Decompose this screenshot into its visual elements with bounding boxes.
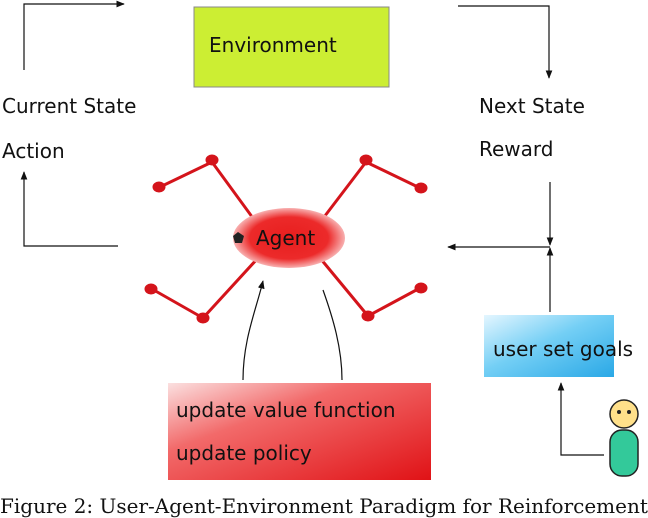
agent-node: Agent — [233, 208, 345, 268]
user-icon — [609, 399, 639, 477]
next-state-arrow — [458, 5, 553, 79]
update-node: update value function update policy — [168, 383, 431, 480]
action-arrow — [20, 171, 118, 247]
environment-node: Environment — [193, 6, 390, 88]
agent-label: Agent — [256, 226, 315, 250]
reward-label: Reward — [479, 137, 553, 161]
learning-arrow — [242, 280, 265, 381]
user-to-goals-arrow — [557, 382, 604, 456]
update-policy-label: update policy — [176, 441, 312, 465]
action-label: Action — [2, 139, 65, 163]
figure-caption: Figure 2: User-Agent-Environment Paradig… — [0, 494, 648, 518]
learning-return-curve — [322, 289, 343, 381]
user-goals-label: user set goals — [493, 337, 633, 361]
current-state-arrow — [23, 0, 125, 70]
update-value-label: update value function — [176, 398, 396, 422]
rl-paradigm-diagram: Environment Current State Action Next St… — [2, 0, 639, 480]
agent-legs — [144, 154, 428, 324]
next-state-label: Next State — [479, 94, 585, 118]
agent-eye-icon — [233, 232, 244, 243]
environment-label: Environment — [209, 33, 337, 57]
user-goals-node: user set goals — [484, 315, 633, 377]
current-state-label: Current State — [2, 94, 136, 118]
